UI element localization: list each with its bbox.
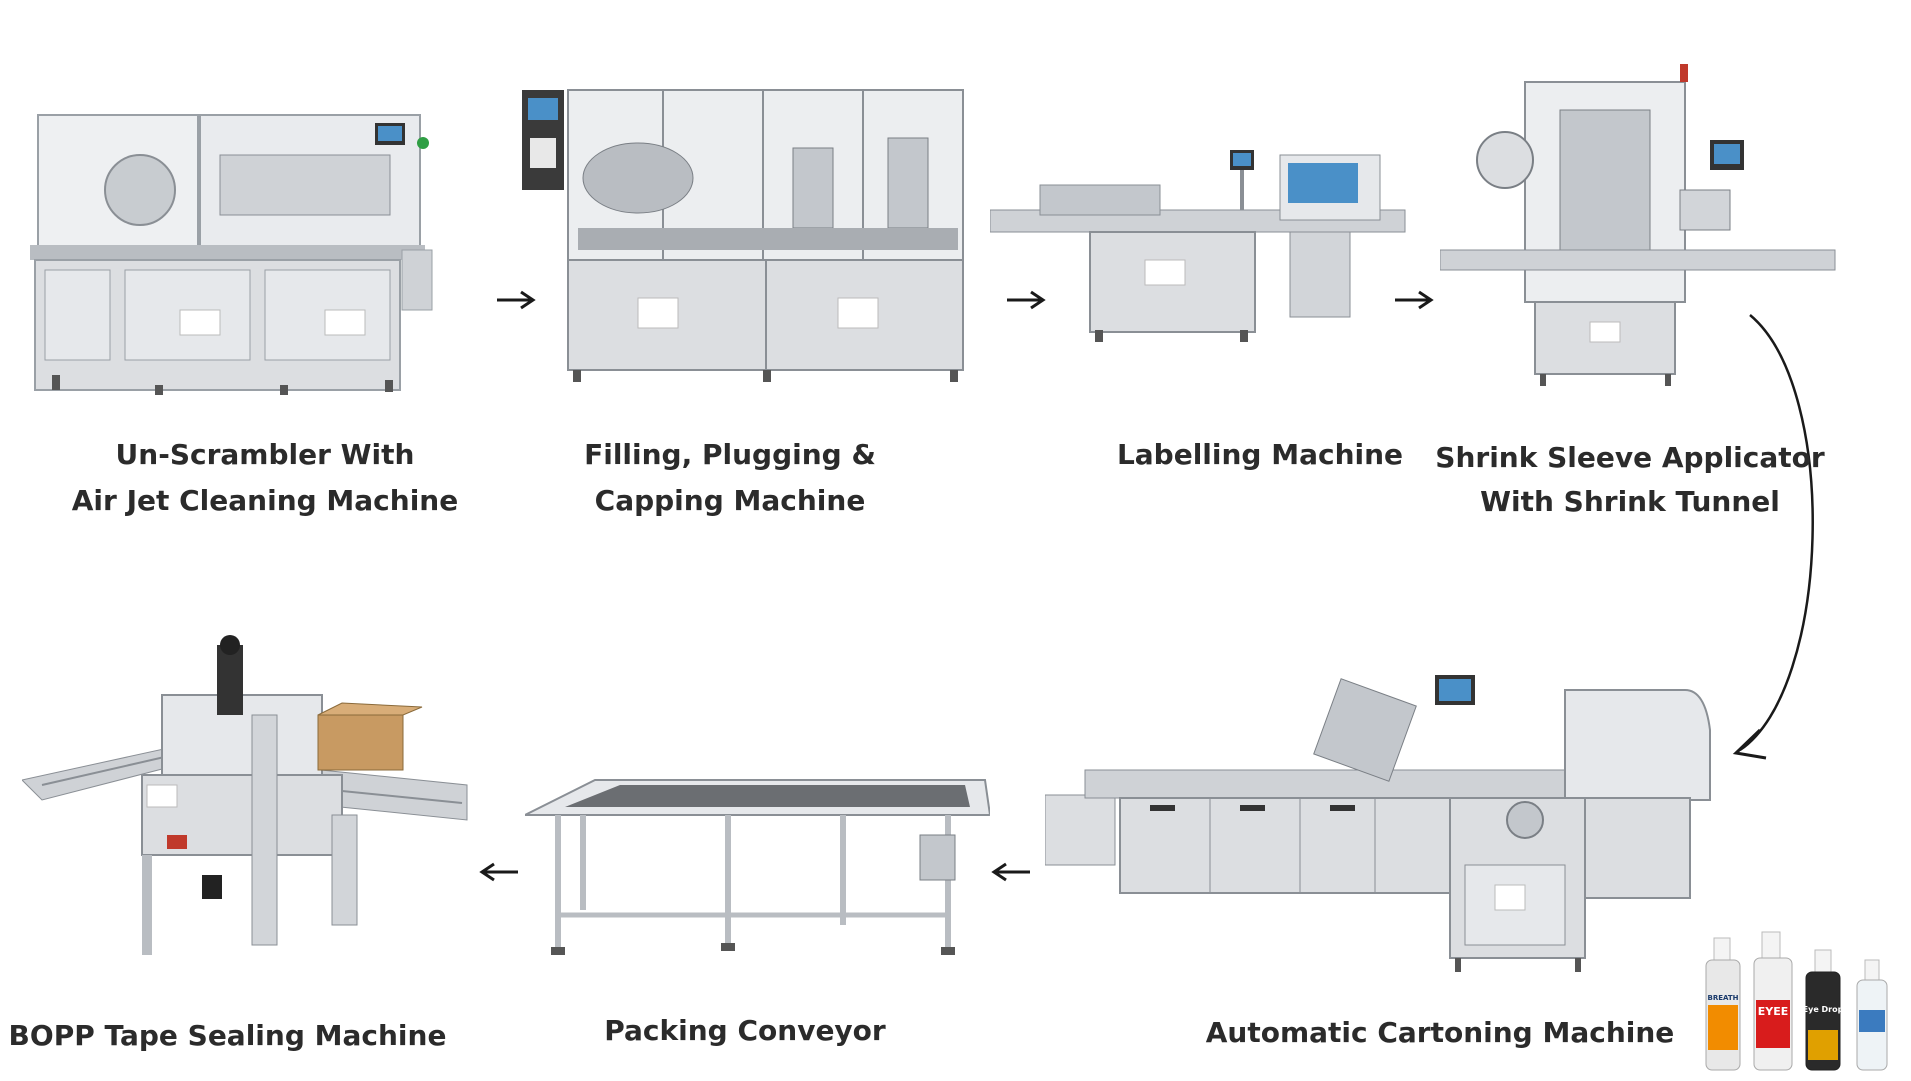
bottle-label: EYEE bbox=[1758, 1005, 1789, 1018]
bottle-label: Eye Drop bbox=[1803, 1005, 1844, 1014]
station-label-filling: Filling, Plugging & Capping Machine bbox=[530, 432, 930, 524]
arrow-left-icon bbox=[478, 862, 520, 882]
arrow-left-icon bbox=[990, 862, 1032, 882]
filling-machine-image bbox=[518, 88, 968, 388]
eye-drop-bottles-image: BREATH EYEE Eye Drop bbox=[1702, 930, 1907, 1075]
arrow-right-icon bbox=[495, 290, 537, 310]
arrow-right-icon bbox=[1393, 290, 1435, 310]
bottle-label: BREATH bbox=[1707, 994, 1738, 1002]
station-label-line: Automatic Cartoning Machine bbox=[1205, 1016, 1675, 1049]
station-label-line: Labelling Machine bbox=[1116, 438, 1404, 471]
station-label-line: Air Jet Cleaning Machine bbox=[71, 484, 459, 517]
station-label-line: Shrink Sleeve Applicator bbox=[1435, 441, 1825, 474]
station-label-conveyor: Packing Conveyor bbox=[545, 1008, 945, 1054]
station-label-bopp: BOPP Tape Sealing Machine bbox=[0, 1013, 455, 1059]
unscrambler-machine-image bbox=[30, 95, 490, 395]
labelling-machine-image bbox=[990, 125, 1410, 370]
station-label-cartoning: Automatic Cartoning Machine bbox=[1180, 1010, 1700, 1056]
station-label-line: Packing Conveyor bbox=[604, 1014, 886, 1047]
packing-conveyor-image bbox=[525, 775, 990, 965]
station-label-unscrambler: Un-Scrambler With Air Jet Cleaning Machi… bbox=[35, 432, 495, 524]
station-label-shrink: Shrink Sleeve Applicator With Shrink Tun… bbox=[1400, 436, 1860, 524]
bopp-tape-sealing-machine-image bbox=[22, 635, 472, 975]
shrink-sleeve-machine-image bbox=[1440, 60, 1840, 400]
station-label-line: BOPP Tape Sealing Machine bbox=[8, 1019, 447, 1052]
station-label-line: Un-Scrambler With bbox=[115, 438, 415, 471]
station-label-line: Filling, Plugging & bbox=[584, 438, 876, 471]
cartoning-machine-image bbox=[1045, 670, 1715, 980]
station-label-labelling: Labelling Machine bbox=[1060, 432, 1460, 478]
arrow-right-icon bbox=[1005, 290, 1047, 310]
station-label-line: With Shrink Tunnel bbox=[1480, 485, 1780, 518]
curved-arrow-icon bbox=[1720, 310, 1840, 770]
station-label-line: Capping Machine bbox=[594, 484, 866, 517]
